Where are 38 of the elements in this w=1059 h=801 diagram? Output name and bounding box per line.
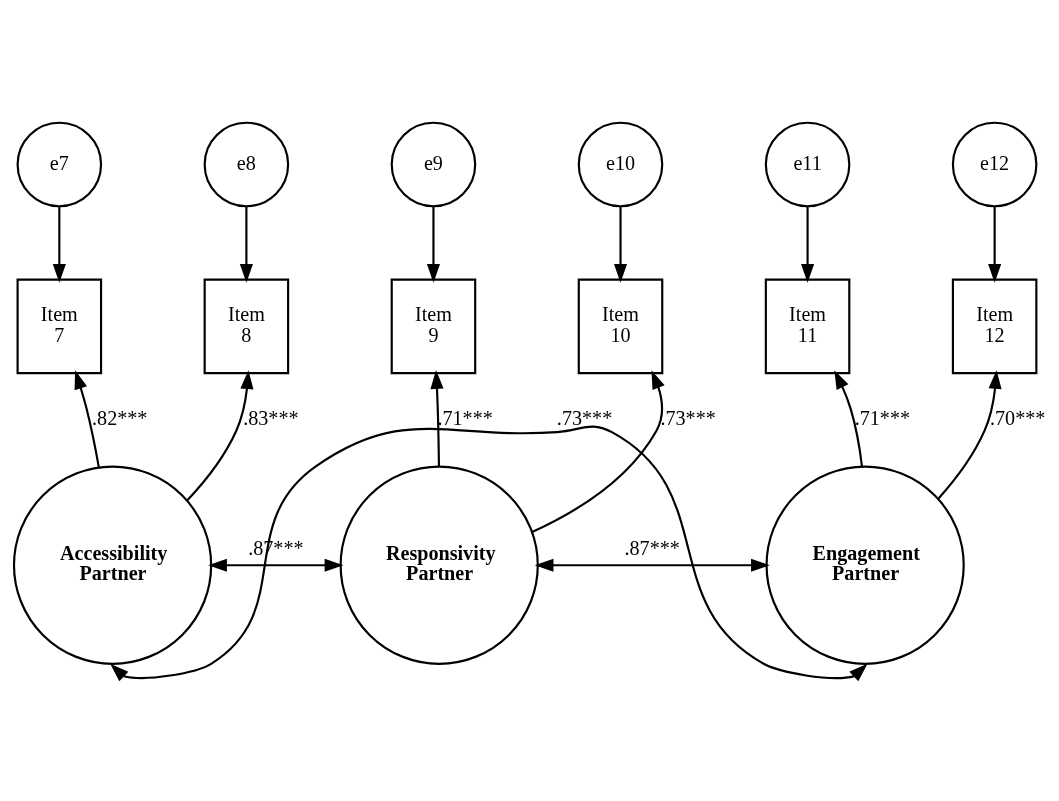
edge-label: .73*** [660, 407, 716, 430]
node-circle: e11 [764, 121, 851, 208]
node-circle: e12 [951, 121, 1038, 208]
node-circle: e8 [203, 121, 290, 208]
edge-label: .73*** [556, 407, 613, 430]
node-circle: Accessibility Partner [12, 465, 213, 665]
arrow [208, 558, 344, 572]
node-box: Item 10 [577, 278, 664, 375]
node-circle: e7 [16, 121, 103, 208]
node-box: Item 12 [951, 278, 1038, 375]
arrow [52, 206, 66, 283]
arrow [801, 206, 815, 283]
arrow [531, 370, 665, 533]
node-box: Item 11 [764, 278, 851, 375]
arrow [74, 370, 100, 468]
edge-label: .82*** [92, 407, 148, 430]
edge-label: .83*** [243, 407, 299, 430]
edge-label: .71*** [437, 407, 493, 430]
arrow [534, 558, 770, 572]
node-circle: e10 [577, 121, 664, 208]
arrow [186, 370, 254, 502]
arrow [834, 370, 864, 467]
node-box: Item 8 [203, 278, 290, 375]
node-box: Item 7 [16, 278, 103, 375]
edge-label: .71*** [854, 407, 911, 430]
arrow [988, 206, 1002, 283]
arrow [613, 206, 628, 283]
arrow [110, 425, 868, 682]
arrow [426, 206, 440, 283]
arrow [239, 206, 253, 283]
node-circle: Engagement Partner [765, 465, 965, 665]
edge-label: .87*** [624, 537, 680, 560]
node-circle: e9 [390, 121, 477, 208]
node-box: Item 9 [390, 278, 477, 375]
arrow [430, 370, 444, 467]
arrow [937, 370, 1002, 500]
node-circle: Responsivity Partner [339, 465, 539, 665]
edge-label: .70*** [989, 407, 1046, 430]
